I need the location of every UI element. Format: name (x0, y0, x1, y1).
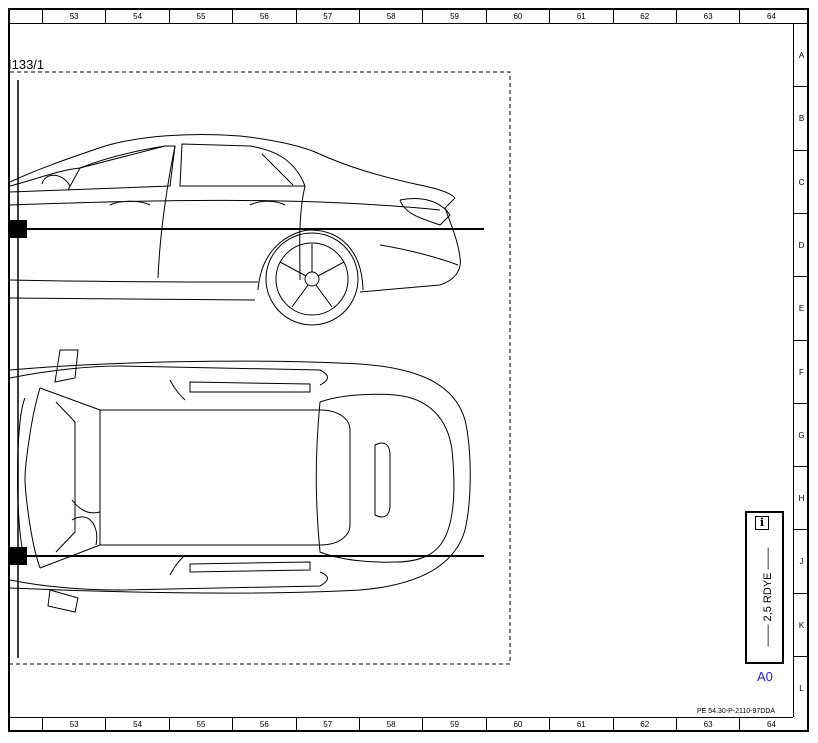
component-boundary (10, 71, 511, 665)
column-label: 57 (295, 718, 359, 731)
component-reference-label: I133/1 (8, 57, 45, 72)
row-label: D (798, 240, 805, 250)
row-cell: K (794, 592, 809, 656)
row-cell: A (794, 23, 809, 86)
row-label: L (799, 684, 804, 693)
column-label: 64 (739, 718, 802, 731)
side-view-connector-marker (9, 220, 27, 238)
row-cell: D (794, 212, 809, 276)
column-label: 54 (105, 10, 168, 23)
column-label: 62 (612, 10, 676, 23)
column-label: 58 (358, 10, 422, 23)
bottom-column-ruler: 53 54 55 56 57 58 59 60 61 62 63 64 (10, 717, 793, 731)
document-reference: PE 54.30-P-2110-97DDA (697, 708, 776, 715)
wire-label: —— 2,5 RDYE —— (762, 547, 774, 647)
row-cell: C (794, 149, 809, 213)
column-label: 55 (168, 718, 232, 731)
row-label: E (798, 304, 805, 314)
right-row-ruler: A B C D E F G H J K L (793, 23, 809, 717)
top-view-connector-marker (9, 547, 27, 565)
column-label: 60 (485, 10, 549, 23)
sheet-frame (8, 8, 809, 732)
row-cell: H (794, 466, 809, 529)
row-cell: J (794, 529, 809, 592)
row-label: K (798, 620, 805, 630)
column-label: 53 (42, 718, 105, 731)
column-label: 63 (675, 10, 739, 23)
row-label: G (798, 430, 805, 440)
column-label: 53 (42, 10, 105, 23)
column-label: 61 (549, 718, 612, 731)
column-label: 56 (232, 718, 295, 731)
column-label: 62 (612, 718, 676, 731)
top-column-ruler: 53 54 55 56 57 58 59 60 61 62 63 64 (10, 10, 793, 24)
row-cell: B (794, 86, 809, 149)
car-top-view (9, 349, 471, 613)
column-label: 63 (675, 718, 739, 731)
column-label: 57 (295, 10, 359, 23)
row-label: H (798, 494, 805, 504)
row-label: B (798, 114, 805, 124)
row-label: F (799, 367, 804, 377)
column-label: 55 (168, 10, 232, 23)
column-label: 59 (422, 10, 485, 23)
grid-reference-label: A0 (757, 669, 773, 684)
column-label: 56 (232, 10, 295, 23)
column-label: 59 (422, 718, 485, 731)
row-cell: F (794, 339, 809, 403)
row-cell: L (794, 656, 809, 717)
column-label: 54 (105, 718, 168, 731)
column-label: 64 (739, 10, 802, 23)
wire-info-box: i —— 2,5 RDYE —— (745, 511, 784, 664)
row-cell: G (794, 402, 809, 466)
row-cell: E (794, 276, 809, 339)
info-icon: i (755, 516, 769, 530)
row-label: A (798, 51, 805, 60)
row-label: J (799, 557, 804, 567)
column-label: 61 (549, 10, 612, 23)
wire-spec: 2,5 RDYE (762, 572, 774, 622)
row-label: C (798, 177, 805, 187)
column-label: 60 (485, 718, 549, 731)
column-label: 58 (358, 718, 422, 731)
